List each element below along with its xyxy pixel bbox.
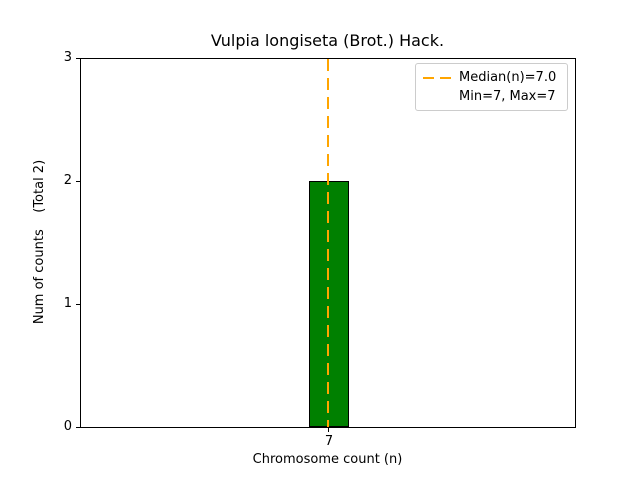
ytick-mark-1 (76, 304, 80, 305)
y-axis-label: Num of counts (Total 2) (32, 159, 47, 325)
ytick-label-3: 3 (63, 50, 72, 65)
median-line-legend-swatch (423, 76, 451, 79)
legend-label-minmax: Min=7, Max=7 (459, 89, 556, 104)
ytick-mark-2 (76, 181, 80, 182)
chart-title: Vulpia longiseta (Brot.) Hack. (210, 31, 445, 50)
ytick-label-1: 1 (63, 296, 72, 311)
legend-row-minmax: Min=7, Max=7 (423, 87, 560, 106)
ytick-mark-3 (76, 58, 80, 59)
histogram-bar-n7 (309, 181, 349, 427)
x-axis-label: Chromosome count (n) (252, 452, 403, 467)
legend-row-median: Median(n)=7.0 (423, 68, 560, 87)
ytick-mark-0 (76, 427, 80, 428)
legend-label-median: Median(n)=7.0 (459, 70, 557, 85)
legend-swatch-empty (423, 96, 451, 98)
xtick-mark-7 (328, 428, 329, 432)
xtick-label-7: 7 (324, 434, 334, 449)
median-line (327, 59, 329, 427)
legend: Median(n)=7.0 Min=7, Max=7 (415, 63, 568, 111)
ytick-label-2: 2 (63, 173, 72, 188)
ytick-label-0: 0 (63, 419, 72, 434)
